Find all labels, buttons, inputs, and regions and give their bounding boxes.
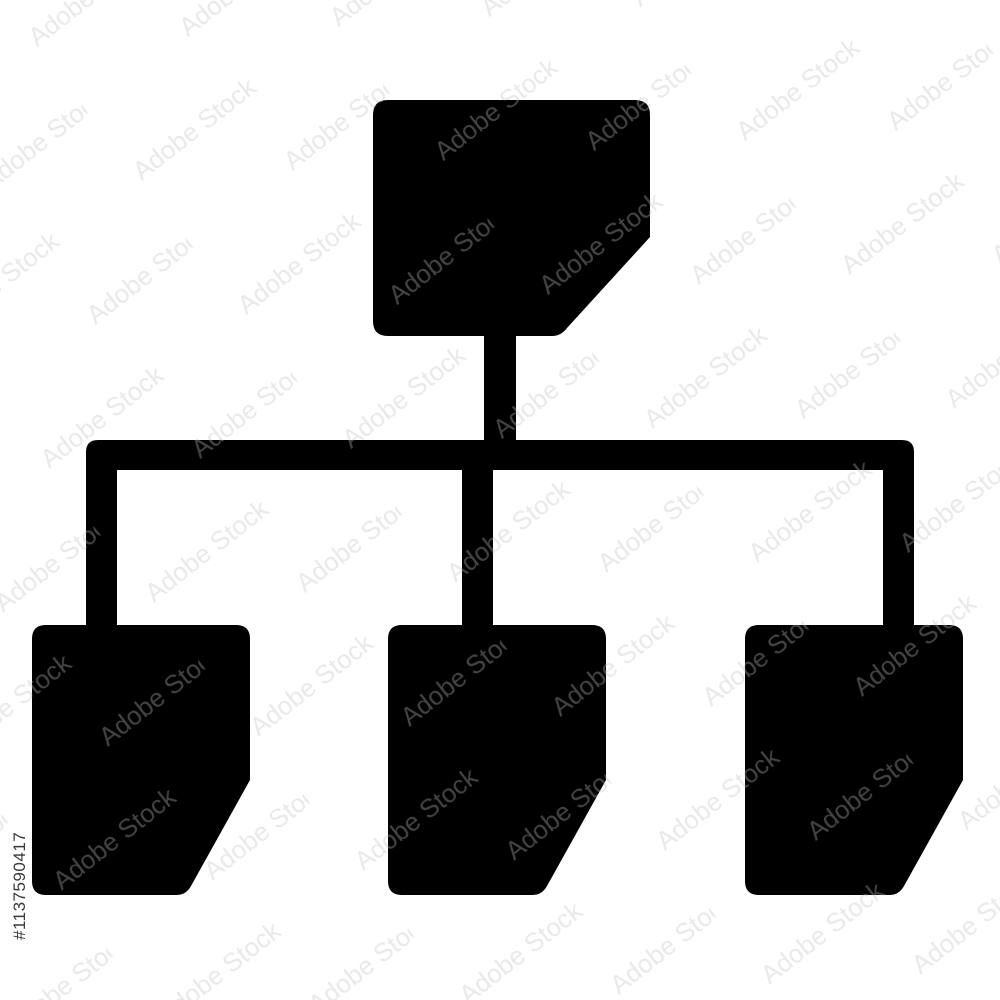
child-node-right-icon — [745, 625, 963, 895]
connector-bar — [86, 440, 914, 470]
parent-node-icon — [373, 100, 650, 336]
connector-left-drop — [86, 455, 117, 635]
child-node-left-icon — [32, 625, 250, 895]
stock-id-label: #1137590417 — [10, 831, 29, 940]
connector-stem — [484, 330, 516, 450]
connector-right-drop — [883, 455, 914, 635]
child-node-middle-icon — [388, 625, 606, 895]
connector-middle-drop — [462, 455, 493, 635]
